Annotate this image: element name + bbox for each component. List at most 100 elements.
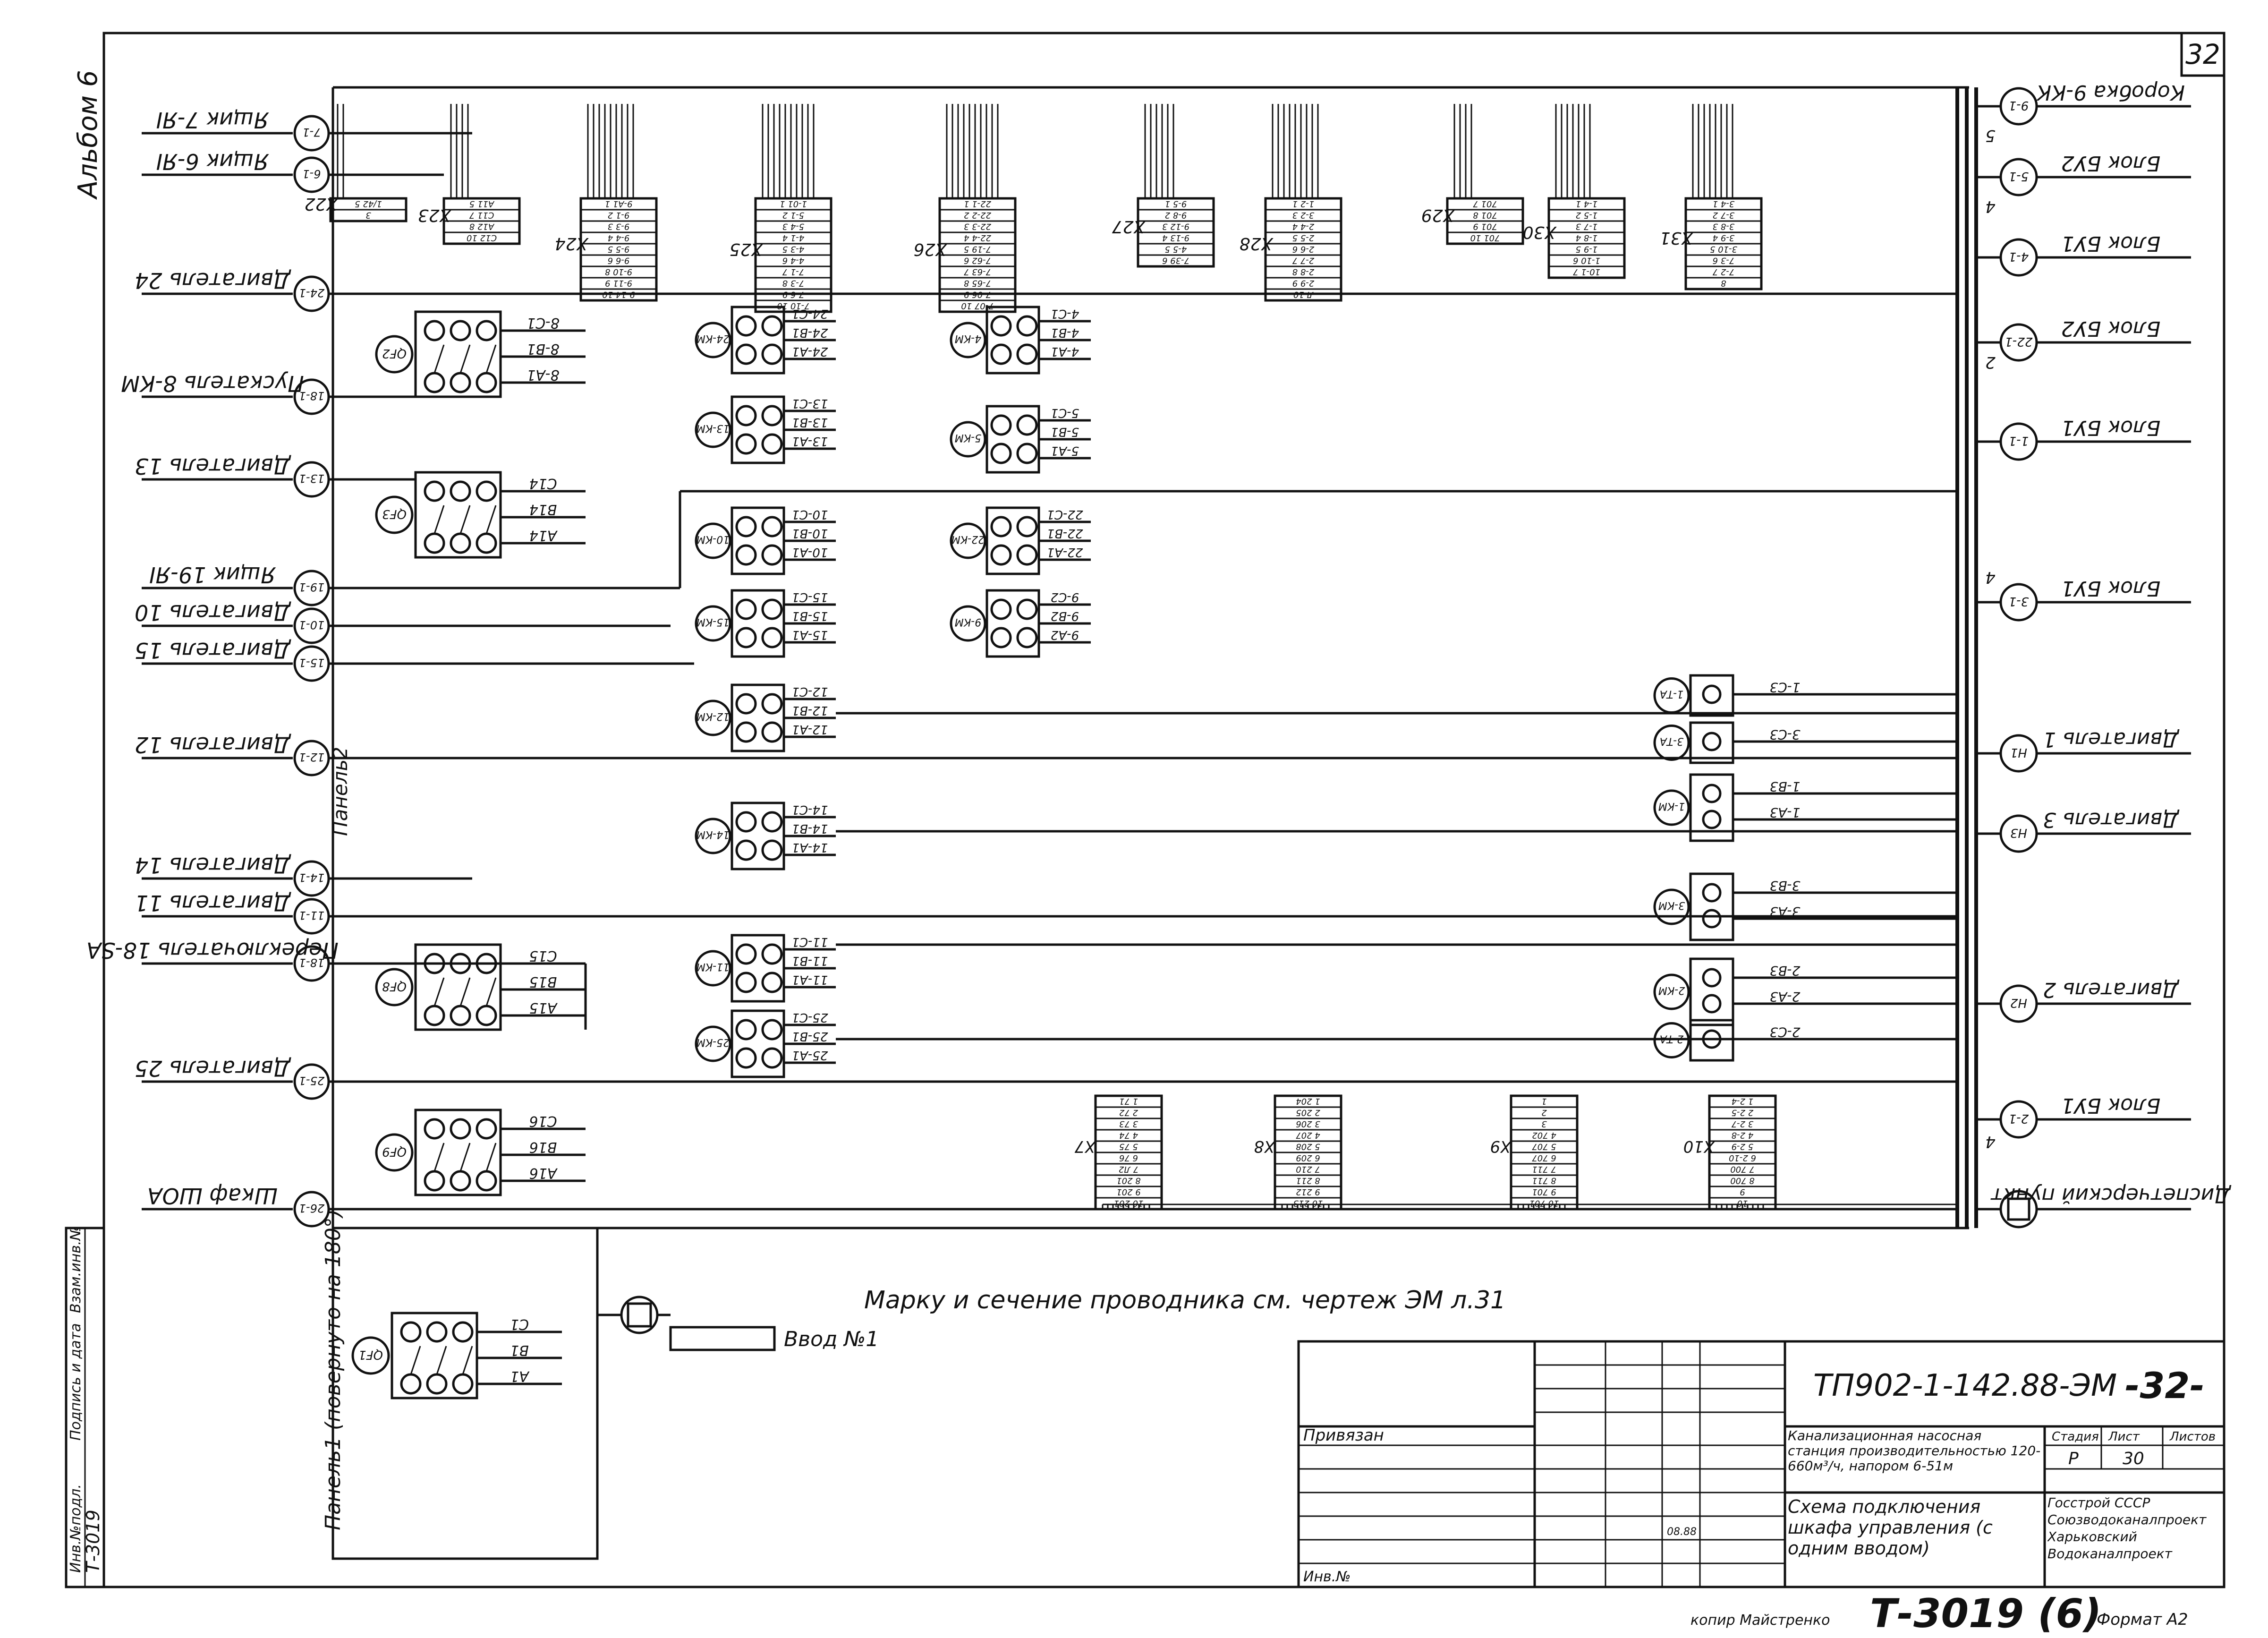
terminal-row-label: 5-1 2 bbox=[782, 210, 805, 220]
right-starter-lead-label: 3-В3 bbox=[1770, 878, 1801, 894]
right-starter-contact bbox=[1702, 810, 1722, 829]
left-device-label: Двигатель 13 bbox=[135, 453, 291, 479]
terminal-block-name: Х27 bbox=[1112, 217, 1147, 236]
breaker-pole-top bbox=[476, 1118, 497, 1140]
breaker-tag-circle bbox=[375, 335, 414, 374]
starter-coil-a bbox=[990, 315, 1012, 337]
starter-contact-b bbox=[1016, 343, 1038, 365]
terminal-row-label: 9 201 bbox=[1116, 1187, 1141, 1197]
left-device-tag: 18-1 bbox=[299, 956, 324, 969]
right-device-label: Диспетчерский пункт bbox=[1990, 1183, 2232, 1207]
outer-frame bbox=[102, 32, 2226, 1588]
starter-coil-a bbox=[990, 598, 1012, 620]
starter-contact-b bbox=[761, 544, 783, 566]
starter-contact-b bbox=[1016, 443, 1038, 464]
terminal-block-name: Х26 bbox=[914, 239, 948, 259]
starter-lead-label: 9-А2 bbox=[1051, 628, 1079, 642]
archive-code-bottom: Т-3019 (6) bbox=[1870, 1590, 2101, 1636]
starter-tag: 14-КМ bbox=[697, 828, 730, 840]
breaker-contact bbox=[459, 977, 471, 1007]
terminal-block-name: Х10 bbox=[1683, 1137, 1716, 1156]
right-device-tag: 3-1 bbox=[2009, 594, 2029, 608]
terminal-row-label: 10 201 bbox=[1114, 1198, 1144, 1208]
starter-coil-b bbox=[990, 544, 1012, 566]
terminal-row-label: 9-10 8 bbox=[605, 267, 632, 277]
cable-count-mark: 4 bbox=[1985, 197, 1996, 216]
breaker-pole-top bbox=[476, 320, 497, 341]
starter-lead-label: 25-А1 bbox=[792, 1048, 828, 1062]
page-number: 32 bbox=[2185, 38, 2220, 70]
right-device-label: Блок БУ2 bbox=[2061, 151, 2161, 175]
starter-contact-b bbox=[761, 433, 783, 455]
right-device-label: Блок БУ1 bbox=[2061, 231, 2161, 256]
terminal-row-label: 2 72 bbox=[1119, 1108, 1138, 1118]
starter-coil-a bbox=[735, 598, 757, 620]
panel1-label: Панель1 (повернуто на 180°) bbox=[321, 1209, 345, 1530]
starter-coil-a bbox=[735, 811, 757, 833]
starter-coil-a bbox=[990, 516, 1012, 537]
starter-contact-a bbox=[1016, 414, 1038, 436]
right-starter-tag-circle bbox=[1653, 725, 1690, 761]
panel2-label: Панель2 bbox=[329, 747, 352, 836]
right-starter-contact bbox=[1702, 883, 1722, 903]
breaker-contact bbox=[433, 344, 445, 374]
terminal-row-label: 4-4 6 bbox=[782, 256, 805, 265]
terminal-row-label: 1-9 5 bbox=[1576, 244, 1598, 254]
terminal-row-label: 8 bbox=[1721, 278, 1726, 288]
starter-contact-a bbox=[761, 516, 783, 537]
circuit-breakers: QF28-С18-В18-А1QF3С14В14А14QF8С15В15А15Q… bbox=[351, 310, 586, 1399]
left-device-tag: 19-1 bbox=[299, 580, 324, 594]
left-device-label: Двигатель 10 bbox=[135, 600, 291, 625]
cable-count-mark: 4 bbox=[1985, 568, 1996, 587]
terminal-block-name: Х28 bbox=[1240, 234, 1274, 253]
right-device-label: Двигатель 3 bbox=[2043, 808, 2180, 832]
stage-value: Р bbox=[2068, 1449, 2079, 1468]
left-device-tag: 14-1 bbox=[299, 871, 324, 884]
breaker-pole-top bbox=[400, 1321, 422, 1343]
starter-tag: 13-КМ bbox=[697, 422, 730, 434]
terminal-row-label: 701 10 bbox=[1470, 233, 1500, 243]
starter-lead-label: 24-А1 bbox=[792, 344, 828, 358]
approved-label: Привязан bbox=[1303, 1426, 1384, 1445]
starter-tag: 11-КМ bbox=[697, 961, 730, 973]
breaker-pole-top bbox=[424, 480, 445, 502]
breaker-lead-label: С16 bbox=[529, 1113, 557, 1129]
terminal-row-label: 4-5 5 bbox=[1165, 244, 1187, 254]
terminal-row-label: 7-1 7 bbox=[782, 267, 804, 277]
starter-contact-a bbox=[761, 405, 783, 427]
left-device-tag: 7-1 bbox=[302, 126, 321, 139]
terminal-row-label: А11 5 bbox=[469, 199, 494, 209]
right-starter-group: 1-С31-ТА3-С33-ТА1-В31-А31-КМ3-В33-А33-КМ… bbox=[1653, 674, 1957, 1062]
starter-coil-b bbox=[990, 627, 1012, 648]
project-name: Канализационная насосная станция произво… bbox=[1788, 1428, 2041, 1474]
right-starter-contact bbox=[1702, 684, 1722, 704]
terminal-row-label: 10 bbox=[1737, 1198, 1748, 1208]
starter-lead-label: 11-В1 bbox=[792, 954, 828, 968]
left-device-label: Двигатель 25 bbox=[135, 1056, 291, 1081]
right-device-label: Блок БУ1 bbox=[2061, 1093, 2161, 1118]
breaker-contact bbox=[410, 1346, 421, 1375]
terminal-row-label: 7-10 10 bbox=[777, 301, 809, 311]
starter-coil-a bbox=[990, 414, 1012, 436]
starter-contact-b bbox=[761, 972, 783, 993]
terminal-row-label: А12 8 bbox=[469, 222, 494, 231]
left-device-tag: 25-1 bbox=[299, 1074, 324, 1087]
breaker-contact bbox=[485, 505, 497, 534]
terminal-block-top bbox=[1264, 197, 1342, 302]
starter-lead-label: 5-В1 bbox=[1051, 425, 1079, 439]
terminal-row-label: 9-12 3 bbox=[1162, 222, 1189, 231]
breaker-lead-label: А16 bbox=[529, 1165, 558, 1181]
starter-lead-label: 12-С1 bbox=[791, 684, 828, 699]
starter-contact-a bbox=[1016, 516, 1038, 537]
terminal-block-name: Х22 bbox=[305, 194, 339, 213]
left-device-label: Ящик 19-ЯI bbox=[149, 562, 276, 588]
starter-contact-a bbox=[1016, 315, 1038, 337]
terminal-row-label: 7-19 5 bbox=[964, 244, 991, 254]
breaker-pole-bottom bbox=[450, 1170, 471, 1192]
breaker-tag: QF8 bbox=[382, 979, 407, 993]
terminal-row-label: 10 701 bbox=[1529, 1198, 1559, 1208]
starter-tag-circle bbox=[950, 522, 986, 559]
